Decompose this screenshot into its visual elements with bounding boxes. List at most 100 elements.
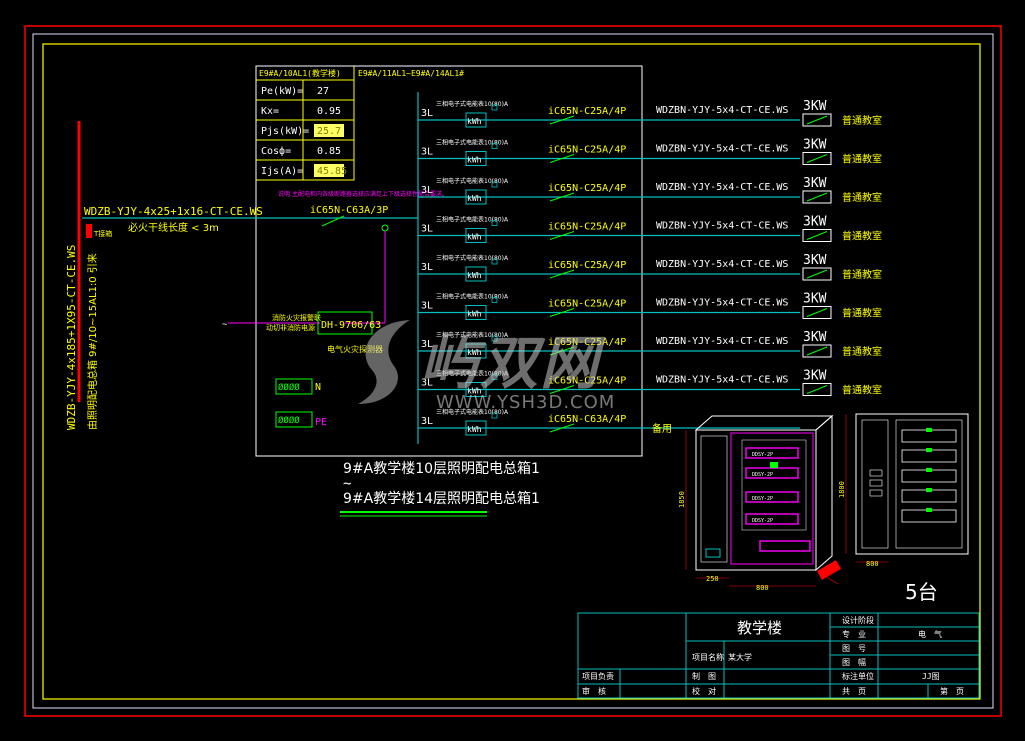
load-row-value: 0.95 (317, 106, 341, 117)
breaker-switch-icon (549, 308, 575, 317)
panel-title: E9#A/11AL1~E9#A/14AL1# (358, 69, 464, 78)
kwh-meter-icon (465, 343, 487, 359)
cabinet-dim-height: 1850 (678, 491, 686, 508)
circuit-power: 3KW (803, 253, 827, 268)
outer-red-border (24, 25, 1002, 717)
circuit-power: 3KW (803, 330, 827, 345)
incoming-feeder: WDZB-YJY-4x25+1x16-CT-CE.WS 必火干线长度 < 3m … (65, 121, 418, 430)
circuit-phase: 3L (421, 224, 433, 235)
breaker-switch-icon (549, 154, 575, 163)
panel-note: 说明:主配电柜内各级断路器选择应满足上下级选择性配合要求。 (278, 190, 448, 198)
circuit-cable: WDZBN-YJY-5x4-CT-CE.WS (656, 221, 788, 232)
svg-text:ØØØØ: ØØØØ (278, 415, 300, 426)
fire-module-code: DH-9706/63 (321, 320, 381, 331)
svg-text:~: ~ (222, 320, 228, 330)
breaker-switch-icon (549, 346, 575, 356)
riser-cable: WDZB-YJY-4x185+1X95-CT-CE.WS (65, 245, 78, 430)
kwh-meter-icon (465, 420, 487, 436)
title-specialty-label: 专 业 (842, 629, 866, 639)
svg-text:N: N (315, 382, 321, 393)
fire-label-2: 动切非消防电源 (266, 323, 315, 332)
circuit-phase: 3L (421, 339, 433, 350)
cabinet-quantity: 5台 (905, 580, 938, 604)
title-std-value: JJ图 (922, 672, 940, 681)
panel-box (255, 65, 643, 457)
circuit-phase: 3L (421, 301, 433, 312)
cabinet-dim-depth: 250 (706, 575, 719, 583)
load-symbol-icon (802, 152, 832, 165)
load-symbol-icon (802, 229, 832, 242)
title-specialty-value: 电 气 (918, 629, 942, 639)
breaker-switch-icon (549, 385, 575, 394)
title-project-name-label: 项目名称 (692, 652, 724, 662)
circuit-phase: 3L (421, 185, 433, 196)
riser-note: 由照明配电总箱 9#/10~15AL1:0 引来 (86, 253, 99, 430)
circuit-breaker: iC65N-C25A/4P (548, 299, 626, 310)
load-symbol-icon (802, 190, 832, 204)
title-leader: 项目负责 (582, 671, 614, 681)
circuit-kwh: kWh (467, 387, 482, 396)
fire-label-1: 消防火灾报警联 (272, 313, 321, 322)
circuit-cable: WDZBN-YJY-5x4-CT-CE.WS (656, 144, 788, 155)
load-table-header: E9#A/10AL1(教学楼) (259, 68, 341, 78)
box-name-2: 9#A教学楼14层照明配电总箱1 (343, 491, 540, 507)
cabinet-section: 1800 800 (838, 413, 969, 568)
circuit-breaker: iC65N-C25A/4P (548, 145, 626, 156)
kwh-meter-icon (465, 112, 487, 128)
load-row-label: Ijs(A)= (261, 166, 303, 177)
cabinet-module-label: DDSY-2P (752, 452, 773, 458)
circuit-breaker: iC65N-C25A/4P (548, 376, 626, 387)
circuit-cable: WDZBN-YJY-5x4-CT-CE.WS (656, 105, 788, 116)
circuit-phase: 3L (421, 147, 433, 158)
circuit-power: 3KW (803, 138, 827, 153)
kwh-meter-icon (465, 189, 487, 205)
incoming-breaker: iC65N-C63A/3P (310, 205, 388, 216)
circuit-cable: WDZBN-YJY-5x4-CT-CE.WS (656, 336, 788, 347)
cabinet-module (745, 447, 799, 459)
title-review: 审 核 (582, 686, 606, 696)
circuit-kwh: kWh (467, 194, 482, 203)
circuit-load: 普通教室 (842, 268, 882, 281)
svg-text:PE: PE (315, 417, 327, 428)
cabinet-module (745, 513, 799, 525)
circuit-kwh: kWh (467, 348, 482, 357)
cabinet-module-label: DDSY-2P (752, 518, 773, 524)
circuit-power: 3KW (803, 292, 827, 307)
circuit-breaker: iC65N-C25A/4P (548, 260, 626, 271)
incoming-note: 必火干线长度 < 3m (128, 221, 219, 234)
cabinet-module (745, 491, 799, 503)
circuit-load: 普通教室 (842, 153, 882, 166)
kwh-meter-icon (465, 228, 487, 243)
load-symbol-icon (802, 267, 832, 281)
circuit-meter: 三相电子式电能表10(80)A (436, 408, 509, 416)
breaker-switch-icon (549, 192, 575, 202)
circuit-load: 普通教室 (842, 345, 882, 358)
circuit-load: 普通教室 (842, 230, 882, 243)
circuit-cable: WDZBN-YJY-5x4-CT-CE.WS (656, 375, 788, 386)
load-table: E9#A/10AL1(教学楼) Pe(kW)=27Kx=0.95Pjs(kW)=… (255, 65, 355, 181)
title-block (577, 612, 980, 699)
cabinet-module-label: DDSY-2P (752, 496, 773, 502)
title-drawing-no: 图 号 (842, 644, 866, 653)
title-project-name-value: 某大学 (728, 652, 752, 662)
circuit-kwh: kWh (467, 425, 482, 434)
circuit-breaker: iC65N-C25A/4P (548, 337, 626, 348)
cabinet-module-label: DDSY-2P (752, 472, 773, 478)
circuit-kwh: kWh (467, 156, 482, 165)
breaker-switch-icon (549, 231, 575, 240)
circuit-power: 3KW (803, 369, 827, 384)
box-name-1: 9#A教学楼10层照明配电总箱1 (343, 461, 540, 477)
circuit-power: 3KW (803, 176, 827, 191)
circuit-meter: 三相电子式电能表10(80)A (436, 177, 509, 185)
fire-alarm-module: ~ 消防火灾报警联 动切非消防电源 DH-9706/63 电气火灾探测器 (222, 310, 386, 354)
box-name-tilde: ~ (343, 476, 351, 492)
load-row-value: 27 (317, 86, 329, 97)
load-row-label: Kx= (261, 106, 279, 117)
circuit-kwh: kWh (467, 271, 482, 280)
circuit-meter: 三相电子式电能表10(80)A (436, 100, 509, 108)
circuit-breaker: iC65N-C63A/4P (548, 414, 626, 425)
title-std-label: 标注单位 (842, 671, 874, 681)
breaker-switch-icon (549, 115, 575, 125)
